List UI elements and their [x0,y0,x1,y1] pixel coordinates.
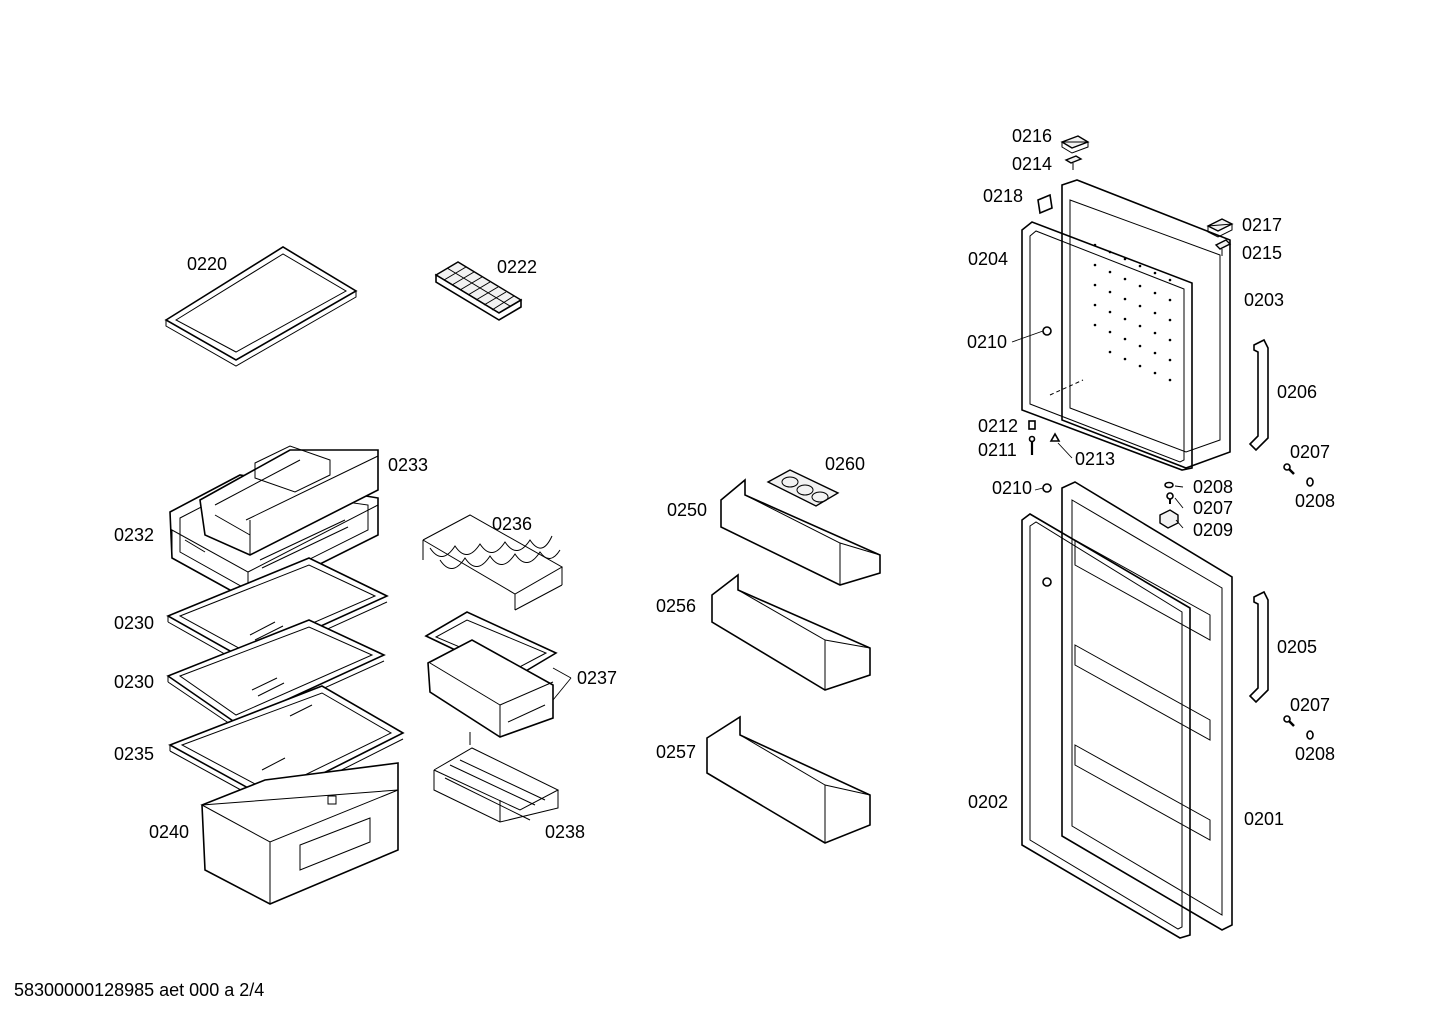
label-0201: 0201 [1244,809,1284,829]
label-0208-c: 0208 [1295,744,1335,764]
part-0215-hinge-pin [1214,239,1232,256]
part-0214-hinge-pin [1064,155,1083,170]
part-0216-hinge-cover [1060,135,1090,154]
label-0233: 0233 [388,455,428,475]
label-0217: 0217 [1242,215,1282,235]
label-0214: 0214 [1012,154,1052,174]
document-footer-id: 58300000128985 aet 000 a 2/4 [14,980,265,1000]
label-0235: 0235 [114,744,154,764]
label-0260: 0260 [825,454,865,474]
washer-0208-a [1306,477,1314,487]
label-0213: 0213 [1075,449,1115,469]
part-0210-door-stop-lower [1042,483,1052,493]
label-0203: 0203 [1244,290,1284,310]
label-0237: 0237 [577,668,617,688]
label-0205: 0205 [1277,637,1317,657]
leader-lines [552,330,1184,701]
part-0220-shelf-frame [164,246,358,367]
part-0208-washer-b [1164,481,1174,489]
part-0240-crisper-box [200,762,399,905]
label-0257: 0257 [656,742,696,762]
part-0260-egg-tray [766,469,840,507]
label-0207-c: 0207 [1290,695,1330,715]
label-0208-a: 0208 [1295,491,1335,511]
part-0257-door-shelf [706,715,871,844]
label-0250: 0250 [667,500,707,520]
door-liner-dots [1093,243,1172,382]
part-0210-door-stop-upper [1042,326,1052,336]
label-0211: 0211 [978,440,1017,460]
label-0240: 0240 [149,822,189,842]
part-0256-door-shelf [711,573,871,691]
part-0203-freezer-door [1061,179,1231,469]
label-0209: 0209 [1193,520,1233,540]
part-0222-ice-tray [434,261,523,321]
label-0204: 0204 [968,249,1008,269]
label-0236: 0236 [492,514,532,534]
screw-0207-c [1283,715,1295,727]
part-0212-bushing [1028,420,1036,430]
part-0205-handle [1248,590,1269,704]
part-0207-screw-b [1166,492,1174,504]
part-0201-fridge-door [1061,481,1233,931]
part-labels: 0220 0222 0233 0232 0236 0230 0230 0237 … [114,126,1335,842]
part-0202-door-gasket-lower [1021,513,1191,939]
label-0238: 0238 [545,822,585,842]
label-0215: 0215 [1242,243,1282,263]
label-0202: 0202 [968,792,1008,812]
part-0218-cover-plate [1037,193,1053,215]
part-0209-hinge-block [1159,509,1179,529]
label-0218: 0218 [983,186,1023,206]
part-0204-door-gasket-upper [1021,221,1193,471]
label-0230-lower: 0230 [114,672,154,692]
label-0207-b: 0207 [1193,498,1233,518]
label-0210-lower: 0210 [992,478,1032,498]
label-0216: 0216 [1012,126,1052,146]
part-0213-pin [1049,432,1061,442]
label-0206: 0206 [1277,382,1317,402]
label-0212: 0212 [978,416,1018,436]
label-0230-upper: 0230 [114,613,154,633]
washer-0208-c [1306,730,1314,740]
screw-0207-a [1283,463,1295,475]
part-0238-wire-basket [433,732,560,823]
label-0220: 0220 [187,254,227,274]
part-0236-bottle-rack [422,514,564,611]
label-0207-a: 0207 [1290,442,1330,462]
label-0256: 0256 [656,596,696,616]
label-0210-upper: 0210 [967,332,1007,352]
label-0222: 0222 [497,257,537,277]
part-0250-door-shelf [720,478,881,586]
part-0237-holder-box [424,611,558,738]
label-0208-b: 0208 [1193,477,1233,497]
part-0233-drawer-tray [199,445,379,556]
label-0232: 0232 [114,525,154,545]
part-0211-screw [1028,435,1036,455]
part-0217-hinge-cover [1206,218,1234,238]
part-0206-handle [1248,338,1269,452]
